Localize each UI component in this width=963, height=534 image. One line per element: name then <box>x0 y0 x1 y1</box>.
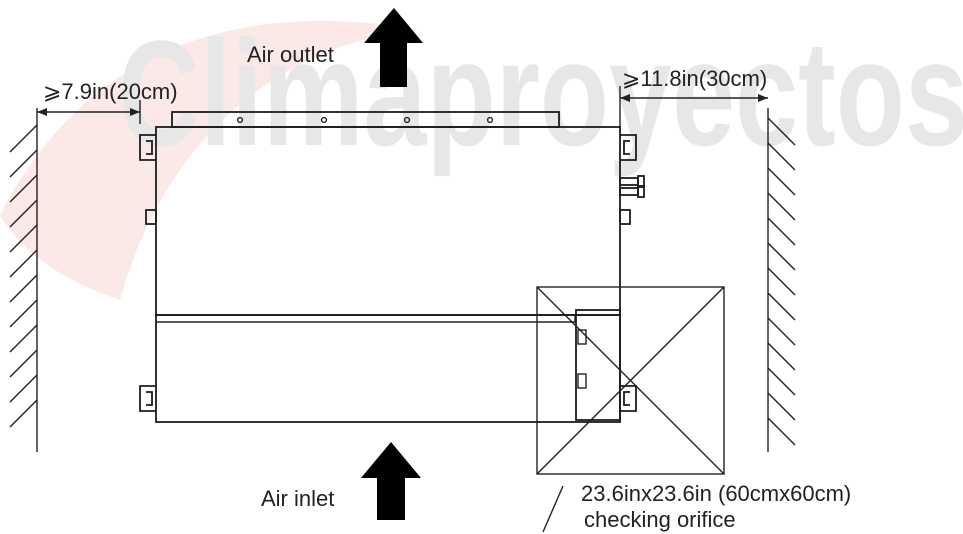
left-wall-hatching <box>9 124 38 428</box>
right-dim-arrowhead-right <box>758 94 768 102</box>
checking-orifice: 23.6inx23.6in (60cmx60cm) checking orifi… <box>536 286 851 533</box>
hanger-brackets <box>139 134 637 412</box>
air-inlet-indicator: Air inlet <box>261 442 421 520</box>
pipe-connections <box>619 175 645 198</box>
left-wall <box>9 108 38 452</box>
watermark-text: Climaproyectos <box>118 9 963 177</box>
orifice-leader-line <box>542 485 564 533</box>
left-clearance-dimension: ⩾7.9in(20cm) <box>37 79 178 124</box>
left-dim-arrowhead-right <box>130 108 140 116</box>
air-outlet-arrow-icon <box>364 8 423 87</box>
right-clearance-label: ⩾11.8in(30cm) <box>622 66 767 91</box>
right-wall <box>767 108 796 452</box>
left-clearance-label: ⩾7.9in(20cm) <box>43 79 178 104</box>
watermark: Climaproyectos <box>0 9 963 300</box>
right-wall-hatching <box>767 117 796 446</box>
unit-return-box <box>155 314 621 423</box>
air-outlet-label: Air outlet <box>247 42 334 67</box>
right-dim-arrowhead-left <box>620 94 630 102</box>
air-outlet-indicator: Air outlet <box>247 8 423 87</box>
air-inlet-label: Air inlet <box>261 486 334 511</box>
left-dim-arrowhead-left <box>37 108 47 116</box>
indoor-unit <box>139 111 645 423</box>
electrical-box <box>575 309 621 421</box>
orifice-name-label: checking orifice <box>584 507 736 532</box>
right-clearance-dimension: ⩾11.8in(30cm) <box>619 66 768 128</box>
orifice-size-label: 23.6inx23.6in (60cmx60cm) <box>581 481 851 506</box>
air-inlet-arrow-icon <box>361 442 421 520</box>
watermark-logo-swoosh <box>0 20 420 300</box>
